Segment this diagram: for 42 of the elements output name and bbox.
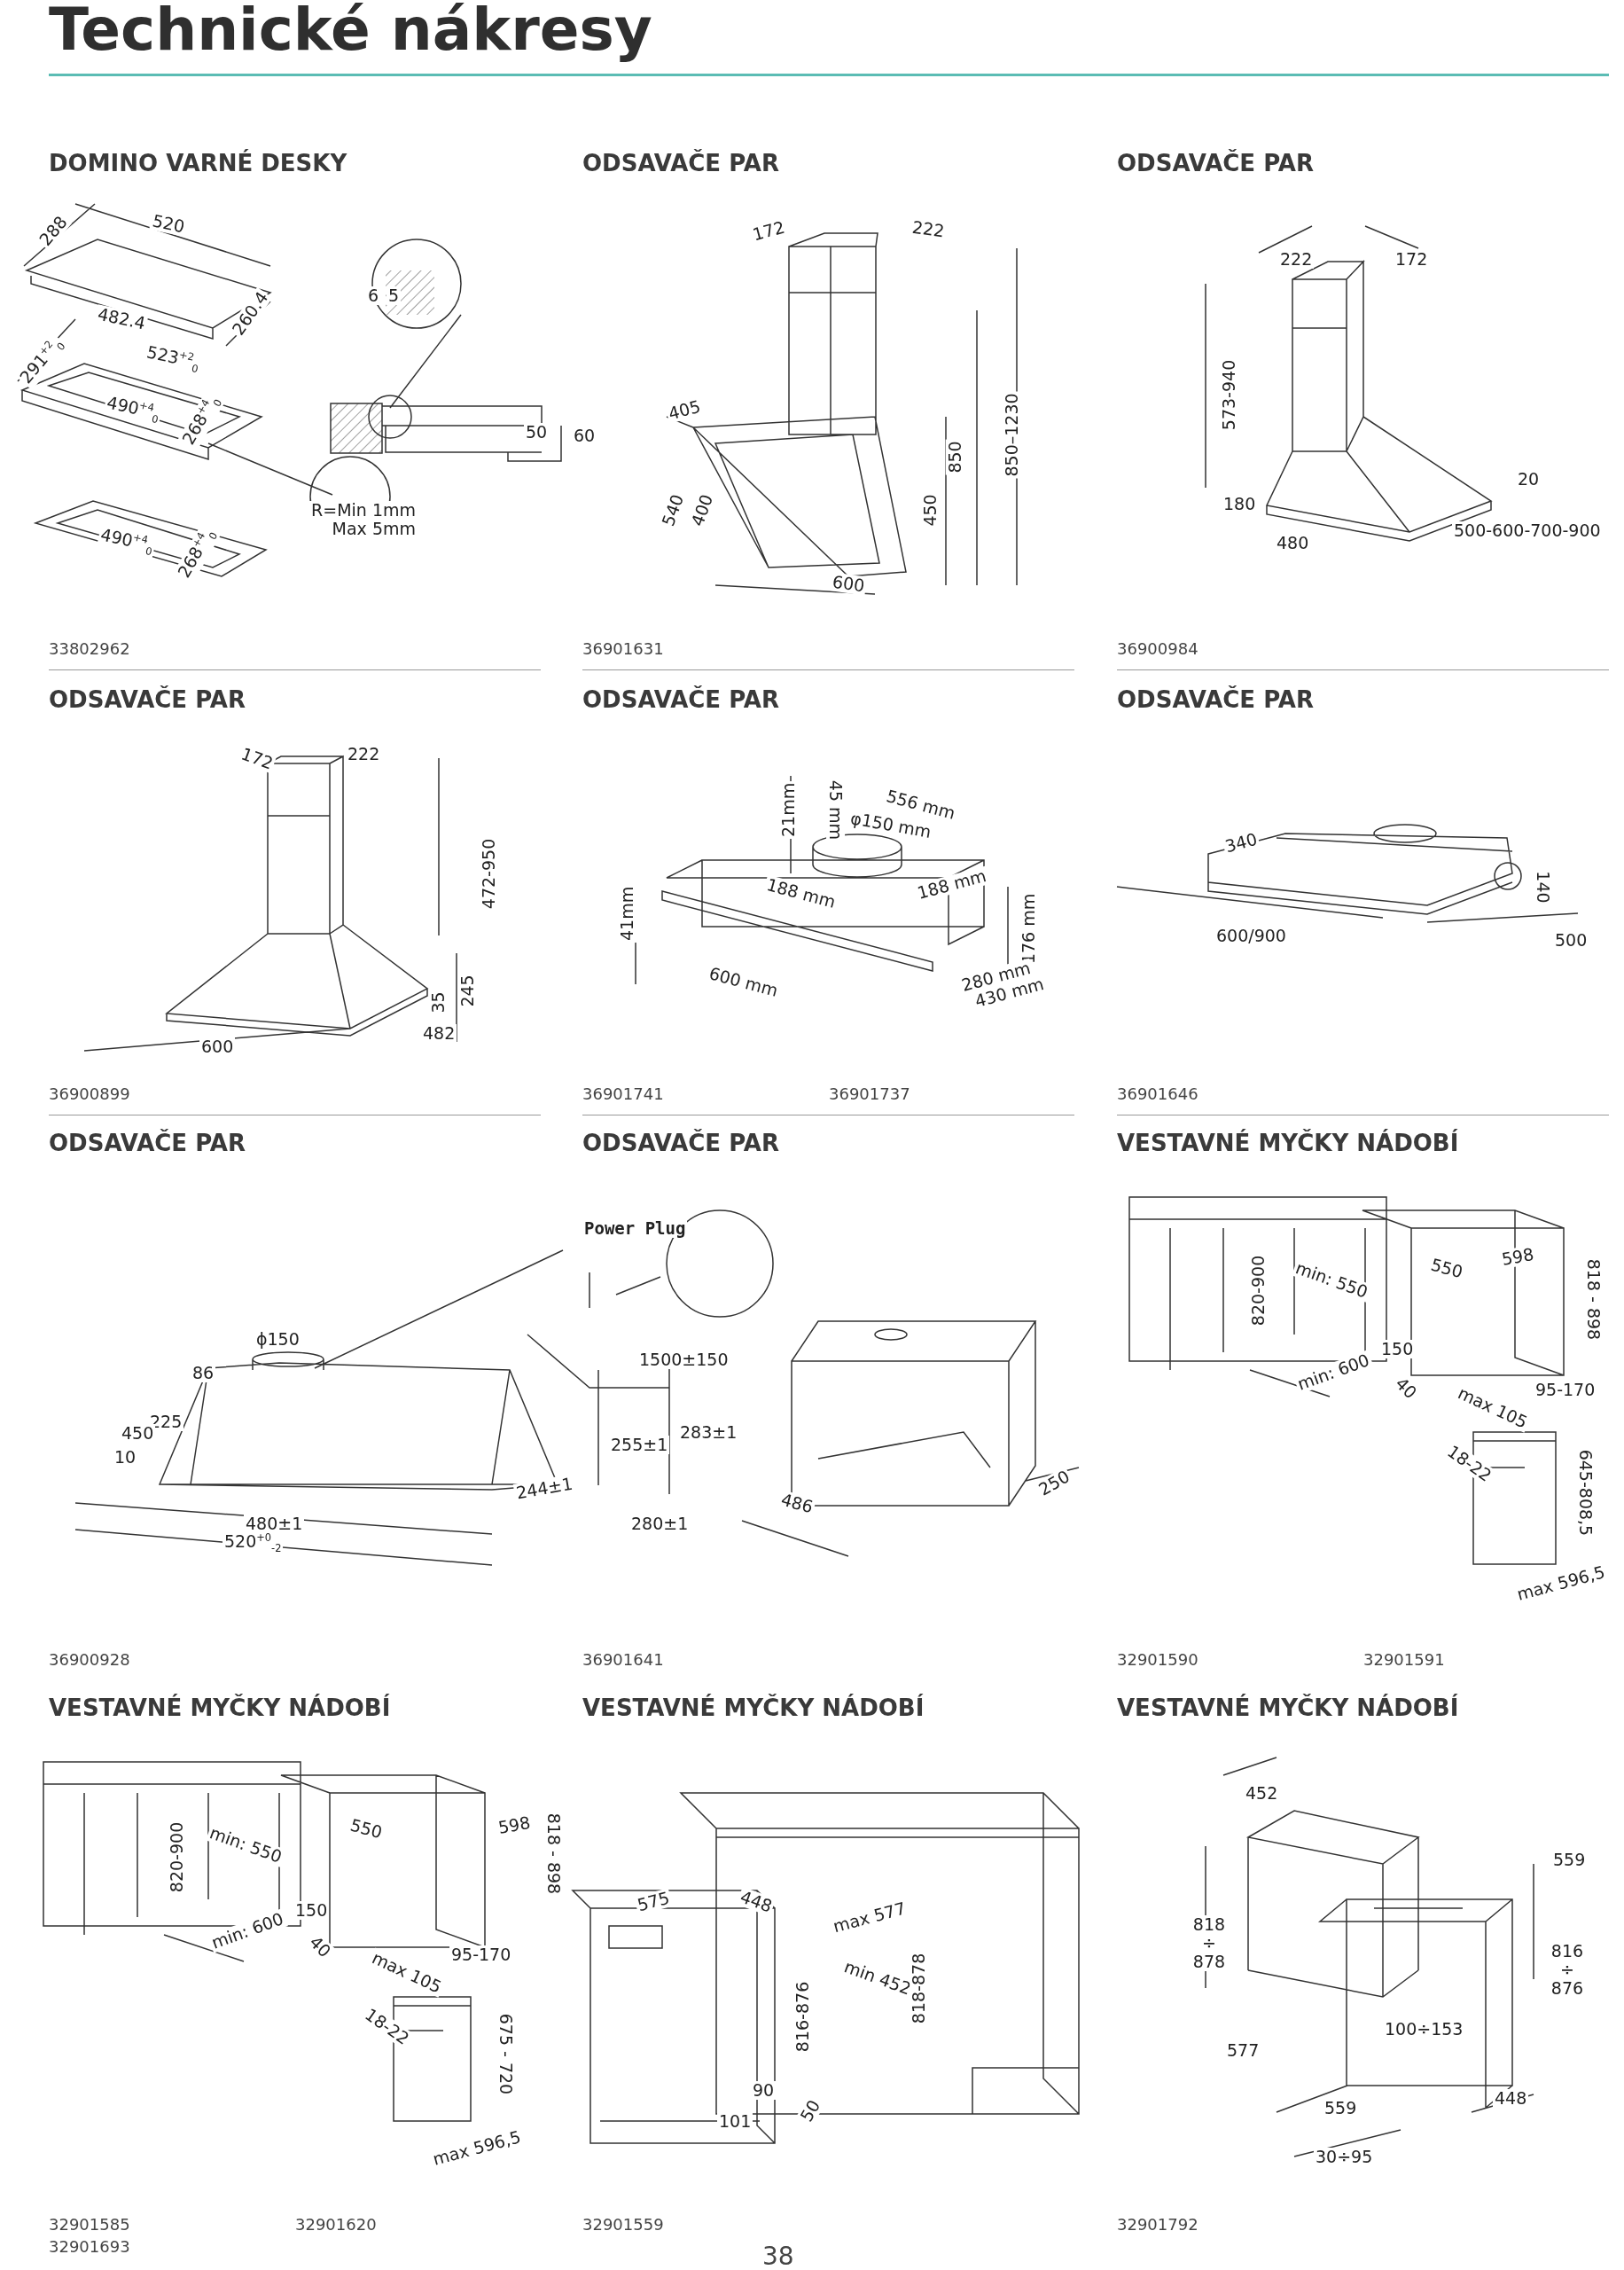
- article-number: 32901591: [1363, 1651, 1445, 1669]
- section-heading: VESTAVNÉ MYČKY NÁDOBÍ: [1117, 1131, 1459, 1156]
- article-number: 36900928: [49, 1651, 130, 1669]
- callout-label: Power Plug: [582, 1219, 688, 1238]
- article-number: 32901693: [49, 2238, 130, 2256]
- article-number: 32901792: [1117, 2216, 1198, 2234]
- section-heading: ODSAVAČE PAR: [49, 687, 246, 713]
- dimension-label: 5: [386, 286, 402, 305]
- section-heading: DOMINO VARNÉ DESKY: [49, 151, 347, 176]
- dimension-label: 482: [421, 1024, 457, 1043]
- article-number: 32901559: [582, 2216, 664, 2234]
- article-number: 36901646: [1117, 1085, 1198, 1103]
- section-heading: VESTAVNÉ MYČKY NÁDOBÍ: [49, 1695, 391, 1721]
- article-number: 32901585: [49, 2216, 130, 2234]
- article-number: 36901631: [582, 640, 664, 658]
- article-number: 33802962: [49, 640, 130, 658]
- dimension-label: 6: [366, 286, 381, 305]
- article-number: 36901741: [582, 1085, 664, 1103]
- dimension-label: 448: [1493, 2089, 1529, 2108]
- section-heading: ODSAVAČE PAR: [1117, 687, 1314, 713]
- section-heading: VESTAVNÉ MYČKY NÁDOBÍ: [1117, 1695, 1459, 1721]
- page-title: Technické nákresy: [49, 0, 652, 63]
- dimension-label: 600: [829, 572, 868, 596]
- dimension-label: ϕ150: [254, 1330, 301, 1349]
- section-heading: ODSAVAČE PAR: [582, 1131, 779, 1156]
- article-number: 36901737: [829, 1085, 910, 1103]
- dimension-label: 255±1: [609, 1436, 670, 1454]
- section-heading: VESTAVNÉ MYČKY NÁDOBÍ: [582, 1695, 925, 1721]
- dimension-label: 222: [1278, 250, 1315, 269]
- section-heading: ODSAVAČE PAR: [582, 151, 779, 176]
- article-number: 36900899: [49, 1085, 130, 1103]
- dimension-label: 90: [751, 2081, 777, 2100]
- dimension-label: 600/900: [1214, 927, 1288, 945]
- dimension-label: 86: [191, 1364, 216, 1382]
- article-number: 32901590: [1117, 1651, 1198, 1669]
- section-heading: ODSAVAČE PAR: [49, 1131, 246, 1156]
- article-number: 36900984: [1117, 640, 1198, 658]
- section-heading: ODSAVAČE PAR: [1117, 151, 1314, 176]
- section-heading: ODSAVAČE PAR: [582, 687, 779, 713]
- article-number: 32901620: [295, 2216, 377, 2234]
- page-number: 38: [762, 2243, 794, 2270]
- article-number: 36901641: [582, 1651, 664, 1669]
